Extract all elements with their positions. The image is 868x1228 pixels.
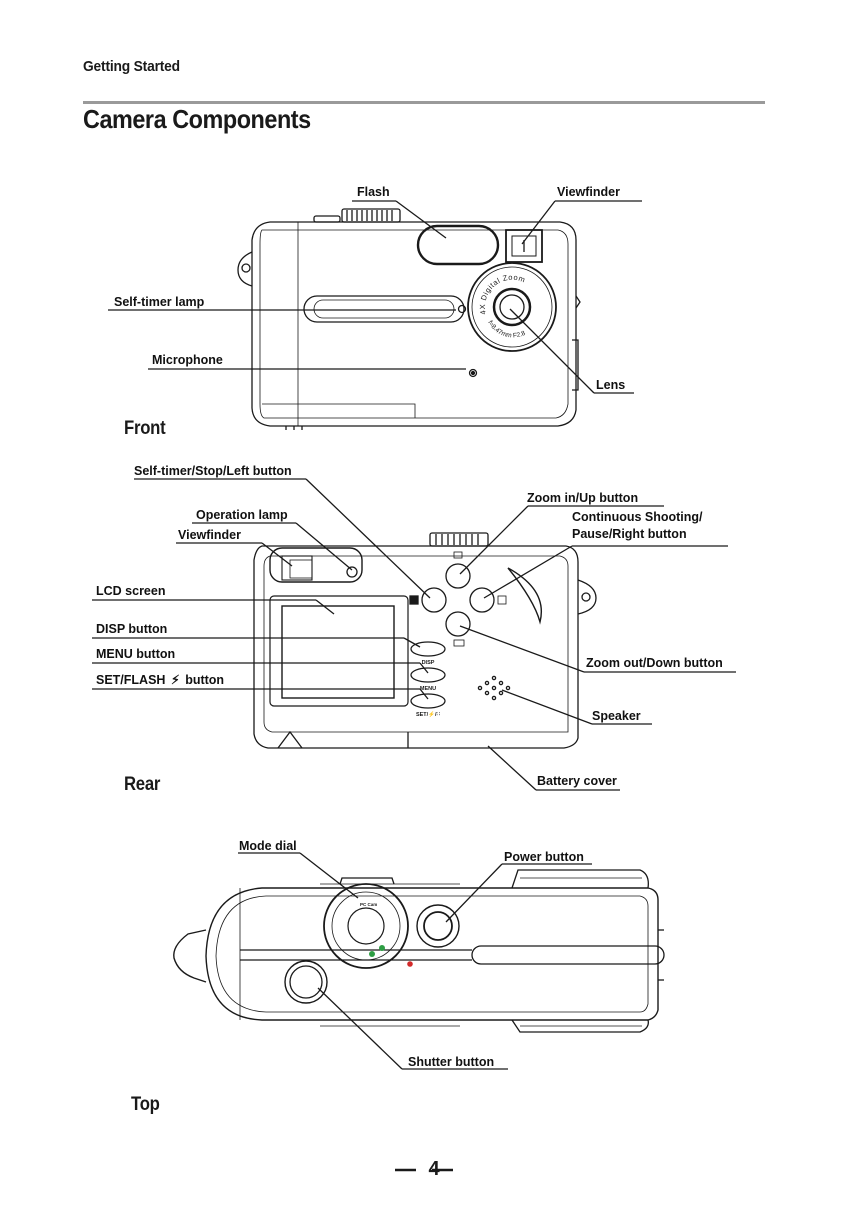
- callout-menu-button: MENU button: [96, 647, 176, 661]
- callout-flash: Flash: [357, 185, 390, 199]
- rear-view-label: Rear: [124, 774, 161, 795]
- callout-viewfinder-rear: Viewfinder: [178, 528, 241, 542]
- callout-lcd-screen: LCD screen: [96, 584, 166, 598]
- callout-battery-cover: Battery cover: [537, 774, 617, 788]
- callout-power-button: Power button: [504, 850, 584, 864]
- front-view-label: Front: [124, 418, 166, 439]
- top-camera-drawing: [173, 852, 665, 1070]
- callout-mode-dial: Mode dial: [239, 839, 297, 853]
- menu-label: MENU: [420, 686, 436, 692]
- set-flash-prefix: SET/FLASH: [96, 673, 166, 687]
- disp-label: DISP: [422, 660, 435, 666]
- lightning-icon: ⚡︎: [170, 673, 180, 687]
- callout-zoom-in-up: Zoom in/Up button: [527, 491, 639, 505]
- callout-viewfinder-front: Viewfinder: [557, 185, 620, 199]
- callout-disp-button: DISP button: [96, 622, 168, 636]
- callout-speaker: Speaker: [592, 709, 641, 723]
- callout-self-timer-lamp: Self-timer lamp: [114, 295, 205, 309]
- section-label: Getting Started: [83, 58, 180, 75]
- callout-self-timer-left: Self-timer/Stop/Left button: [134, 464, 292, 478]
- lens-text-top: 4X Digital Zoom: [478, 273, 526, 316]
- callout-shutter-button: Shutter button: [408, 1055, 495, 1069]
- svg-text:4X Digital Zoom: 4X Digital Zoom: [478, 273, 527, 316]
- page-number: 4: [428, 1158, 440, 1180]
- callout-lens: Lens: [596, 378, 626, 392]
- callout-continuous-line2: Pause/Right button: [572, 527, 687, 541]
- page-title: Camera Components: [83, 104, 311, 134]
- set-label: SET/⚡/∷: [416, 711, 441, 718]
- callout-continuous-line1: Continuous Shooting/: [572, 510, 703, 524]
- svg-text:4X Digital Zoom: 4X Digital Zoom: [0, 0, 4, 2]
- callout-zoom-out-down: Zoom out/Down button: [586, 656, 723, 670]
- rear-camera-drawing: [92, 478, 736, 791]
- top-view-label: Top: [131, 1094, 160, 1115]
- front-camera-drawing: [108, 200, 642, 430]
- callout-operation-lamp: Operation lamp: [196, 508, 288, 522]
- set-flash-suffix: button: [185, 673, 225, 687]
- pc-cam-label: PC Cam: [360, 902, 377, 907]
- callout-set-flash-button: SET/FLASH ⚡︎ button: [96, 673, 224, 688]
- callout-microphone: Microphone: [152, 353, 223, 367]
- title-rule: [83, 101, 765, 104]
